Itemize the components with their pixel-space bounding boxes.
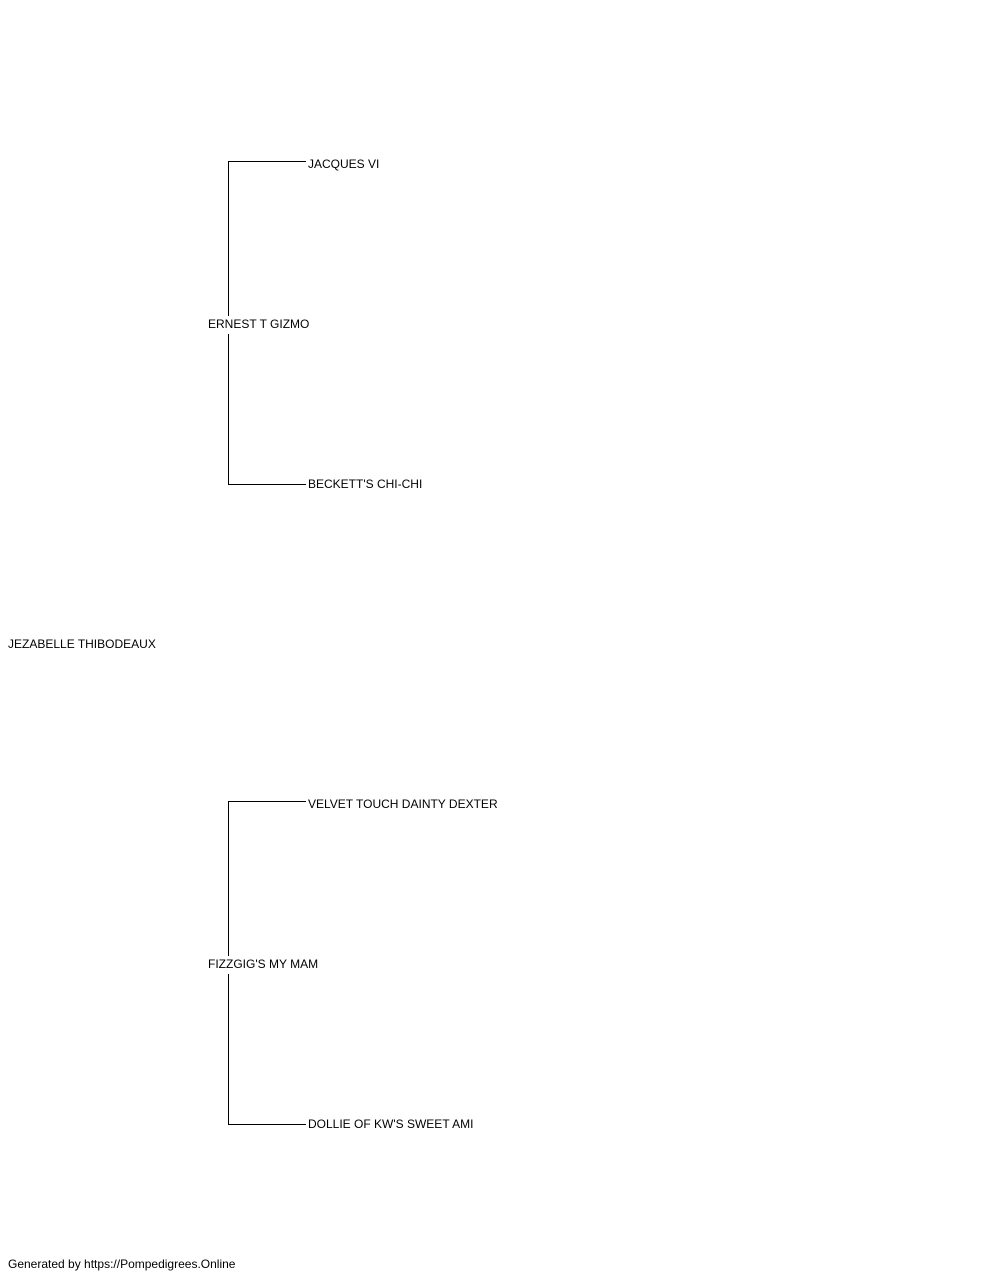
sire-branch-upper-line (228, 162, 229, 316)
sire-sire-name: JACQUES VI (308, 157, 380, 171)
dam-dam-connector (228, 1124, 306, 1125)
dam-branch-upper-line (228, 802, 229, 956)
dam-sire-connector (228, 801, 306, 802)
dam-name: FIZZGIG'S MY MAM (208, 957, 319, 971)
sire-dam-connector (228, 484, 306, 485)
dam-branch-lower-line (228, 974, 229, 1125)
sire-sire-connector (228, 161, 306, 162)
sire-dam-name: BECKETT'S CHI-CHI (308, 477, 423, 491)
footer-credit: Generated by https://Pompedigrees.Online (8, 1257, 236, 1271)
subject-name: JEZABELLE THIBODEAUX (8, 637, 156, 651)
dam-sire-name: VELVET TOUCH DAINTY DEXTER (308, 797, 498, 811)
sire-branch-lower-line (228, 334, 229, 485)
dam-dam-name: DOLLIE OF KW'S SWEET AMI (308, 1117, 474, 1131)
sire-name: ERNEST T GIZMO (208, 317, 310, 331)
